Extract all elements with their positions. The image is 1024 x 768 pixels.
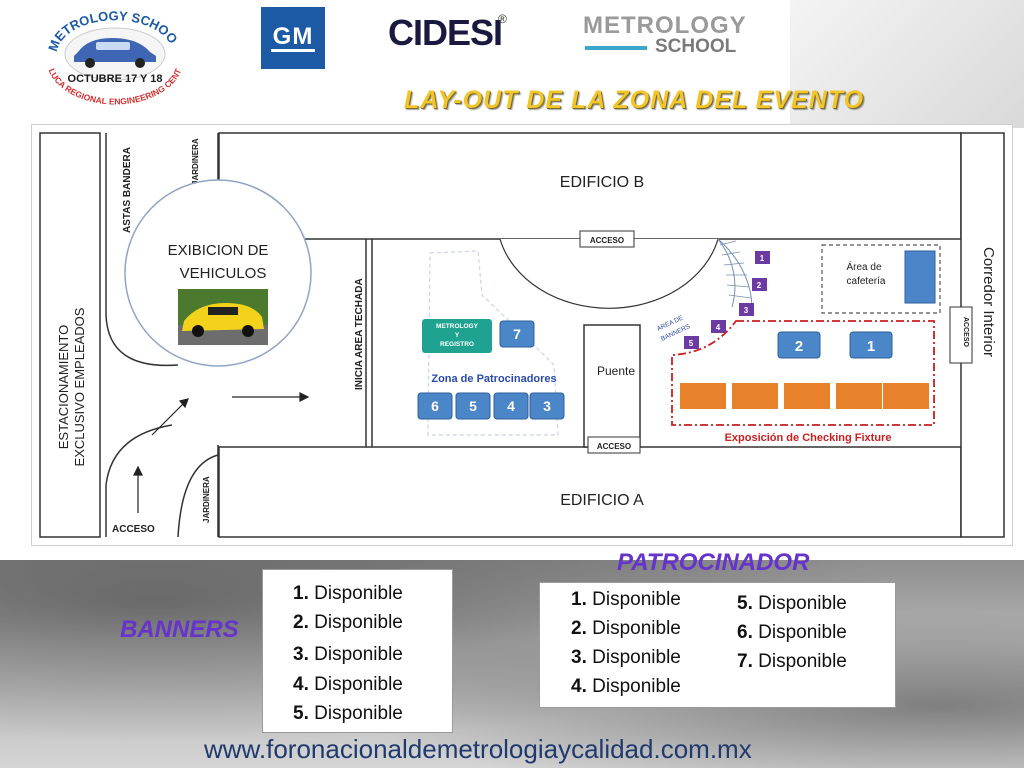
svg-text:3: 3 — [744, 306, 749, 315]
edificio-b-label: EDIFICIO B — [560, 174, 644, 191]
svg-text:1: 1 — [760, 254, 765, 263]
puente — [583, 324, 641, 448]
registered-mark: ® — [498, 12, 507, 26]
puente-label: Puente — [597, 364, 635, 378]
cafeteria-label: Área de — [846, 260, 881, 273]
cidesi-logo: CIDESI ® — [388, 12, 518, 58]
metrology-registro-booth — [422, 319, 492, 353]
jardinera-top-label: JARDINERA — [191, 138, 200, 185]
edificio-b — [218, 132, 962, 240]
svg-text:4: 4 — [716, 323, 721, 332]
svg-text:Y: Y — [455, 332, 460, 339]
metrology-school-logo: METROLOGY SCHOOL — [583, 12, 746, 62]
patrocinador-list: 1. Disponible 2. Disponible 3. Disponibl… — [539, 582, 896, 708]
parking-area — [39, 132, 101, 538]
jardinera-bottom-label: JARDINERA — [202, 476, 211, 523]
banner-item-3: 3. Disponible — [293, 644, 403, 665]
svg-text:ACCESO: ACCESO — [597, 442, 631, 451]
acceso-entry-label: ACCESO — [112, 524, 155, 535]
website-link[interactable]: www.foronacionaldemetrologiaycalidad.com… — [204, 734, 752, 764]
sponsor-zone-outline — [427, 250, 559, 436]
estacionamiento-sub-label: EXCLUSIVO EMPLEADOS — [72, 307, 87, 466]
gm-logo-text: GM — [270, 22, 316, 52]
map-svg: EDIFICIO B EDIFICIO A Corredor Interior … — [39, 132, 1005, 538]
patrocinador-title: PATROCINADOR — [617, 549, 810, 576]
metrology-school-badge-logo: METROLOGY SCHOOL OCTUBRE 17 Y 18 TOLUCA … — [40, 8, 184, 107]
sponsor-slot-3[interactable]: 3 — [529, 392, 565, 420]
banner-slot-2[interactable]: 2 — [752, 278, 767, 291]
traffic-arrows — [133, 392, 310, 513]
patrocinador-item-4: 4. Disponible — [571, 676, 681, 697]
banners-title: BANNERS — [120, 616, 239, 643]
svg-text:5: 5 — [469, 398, 477, 414]
ms-logo-bar — [585, 46, 647, 50]
fixture-slot-1[interactable]: 1 — [849, 331, 893, 359]
sponsor-slot-4[interactable]: 4 — [493, 392, 529, 420]
sponsor-slot-5[interactable]: 5 — [455, 392, 491, 420]
svg-text:1: 1 — [867, 338, 875, 355]
svg-text:6: 6 — [431, 398, 439, 414]
gm-logo: GM — [261, 7, 325, 69]
sponsor-slot-6[interactable]: 6 — [417, 392, 453, 420]
svg-text:3: 3 — [543, 398, 551, 414]
banner-slot-5[interactable]: 5 — [684, 336, 699, 349]
acceso-bottom — [587, 436, 641, 454]
event-layout-map: EDIFICIO B EDIFICIO A Corredor Interior … — [31, 124, 1013, 546]
banner-item-4: 4. Disponible — [293, 674, 403, 695]
patrocinador-item-7: 7. Disponible — [737, 651, 847, 672]
exhibicion-label: EXIBICION DE — [168, 242, 269, 259]
acceso-top — [579, 230, 635, 248]
sponsor-slot-7[interactable]: 7 — [499, 320, 535, 348]
banner-item-2: 2. Disponible — [293, 612, 403, 633]
banner-slot-4[interactable]: 4 — [711, 320, 726, 333]
edificio-a — [218, 446, 962, 538]
svg-text:2: 2 — [757, 281, 762, 290]
svg-text:5: 5 — [689, 339, 694, 348]
svg-text:2: 2 — [795, 338, 803, 355]
ms-logo-line1: METROLOGY — [583, 12, 747, 39]
patrocinador-item-3: 3. Disponible — [571, 647, 681, 668]
header-decor-stripe — [790, 0, 1024, 128]
cafeteria-counter — [904, 250, 936, 304]
patrocinador-item-5: 5. Disponible — [737, 593, 847, 614]
patrocinador-item-1: 1. Disponible — [571, 589, 681, 610]
svg-text:ACCESO: ACCESO — [962, 317, 969, 348]
svg-text:ACCESO: ACCESO — [590, 236, 624, 245]
exhibicion-sub-label: VEHICULOS — [180, 265, 267, 282]
astas-bandera-label: ASTAS BANDERA — [122, 147, 133, 233]
cidesi-logo-text: CIDESI — [388, 12, 503, 53]
banner-item-5: 5. Disponible — [293, 703, 403, 724]
svg-text:REGISTRO: REGISTRO — [440, 341, 474, 348]
banners-stair-hatch — [719, 240, 752, 299]
ms-logo-line2: SCHOOL — [655, 36, 737, 57]
yellow-car-photo — [178, 289, 268, 345]
inicia-area-label: INICIA AREA TECHADA — [354, 278, 365, 390]
edificio-a-label: EDIFICIO A — [560, 492, 644, 509]
checking-fixture-zone — [671, 320, 935, 426]
cafeteria-sub-label: cafetería — [847, 276, 886, 287]
svg-text:7: 7 — [513, 326, 521, 342]
zona-patrocinadores-label: Zona de Patrocinadores — [431, 373, 556, 385]
patrocinador-item-6: 6. Disponible — [737, 622, 847, 643]
badge-date-text: OCTUBRE 17 Y 18 — [68, 73, 163, 85]
plaza-arc — [499, 238, 719, 309]
banner-item-1: 1. Disponible — [293, 583, 403, 604]
page-title: LAY-OUT DE LA ZONA DEL EVENTO — [404, 86, 865, 114]
estacionamiento-label: ESTACIONAMIENTO — [56, 325, 71, 449]
svg-text:4: 4 — [507, 398, 515, 414]
svg-text:METROLOGY: METROLOGY — [436, 323, 479, 330]
acceso-right — [949, 306, 973, 364]
patrocinador-item-2: 2. Disponible — [571, 618, 681, 639]
banner-slot-1[interactable]: 1 — [755, 251, 770, 264]
exposicion-label: Exposición de Checking Fixture — [725, 432, 892, 444]
banners-list: 1. Disponible 2. Disponible 3. Disponibl… — [262, 569, 453, 733]
banner-slot-3[interactable]: 3 — [739, 303, 754, 316]
fixture-slot-2[interactable]: 2 — [777, 331, 821, 359]
corredor-label: Corredor Interior — [980, 247, 997, 357]
fixture-tables — [680, 383, 929, 409]
